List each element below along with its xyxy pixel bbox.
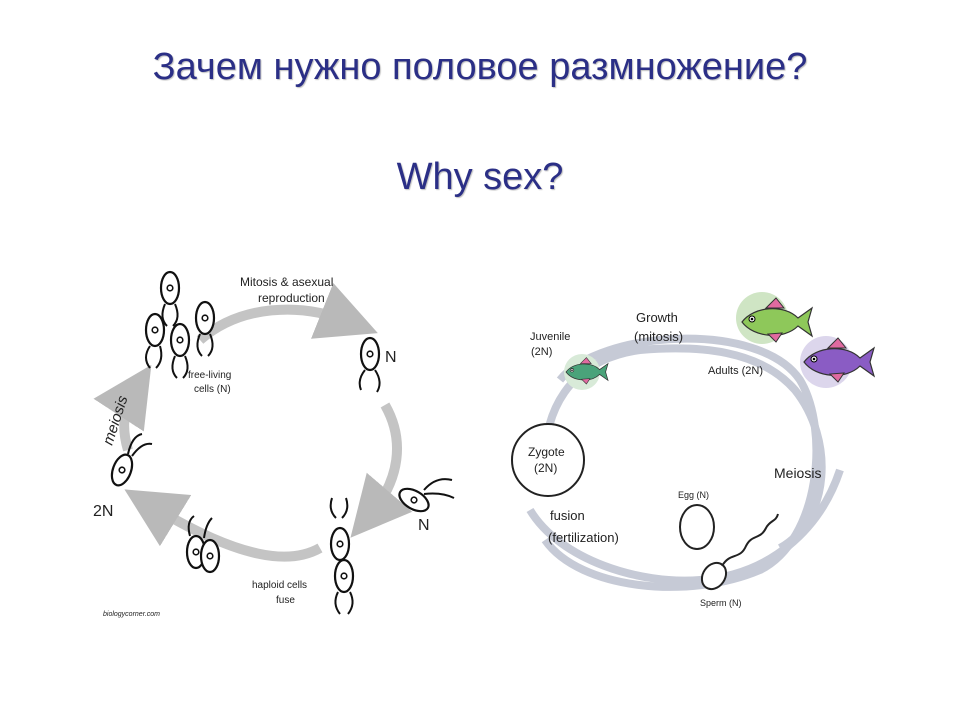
juvenile-label-1: Juvenile bbox=[530, 331, 570, 343]
growth-label-2: (mitosis) bbox=[634, 329, 683, 344]
haploid-label-2: fuse bbox=[276, 595, 295, 606]
cycle-arrow-top bbox=[196, 283, 378, 344]
n-label-right: N bbox=[418, 517, 430, 534]
egg-cell bbox=[679, 504, 715, 550]
credit-label: biologycorner.com bbox=[103, 611, 160, 618]
free-living-label-2: cells (N) bbox=[194, 384, 231, 395]
zygote bbox=[511, 423, 585, 497]
stacked-cells bbox=[329, 497, 355, 615]
slide-subtitle: Why sex? bbox=[396, 156, 564, 198]
free-living-label-1: free-living bbox=[188, 370, 231, 381]
sperm-cell bbox=[700, 513, 779, 591]
mitosis-label-2: reproduction bbox=[258, 291, 325, 305]
diploid-cell bbox=[106, 433, 153, 490]
sperm-label: Sperm (N) bbox=[700, 598, 742, 608]
cycle-arrow-right bbox=[350, 402, 413, 538]
slide-title: Зачем нужно половое размножение? bbox=[152, 46, 808, 88]
cycle-arrow-bottom bbox=[124, 489, 323, 562]
cycle-ring-main bbox=[540, 344, 826, 552]
asexual-cycle-diagram: free-living cells (N) Mitosis & asexual … bbox=[93, 270, 455, 618]
fusion-label-1: fusion bbox=[550, 508, 585, 523]
adults-label: Adults (2N) bbox=[708, 365, 763, 377]
haploid-cell-top bbox=[358, 336, 381, 393]
cycle-ring-lower bbox=[526, 468, 844, 585]
meiosis-label-right: Meiosis bbox=[774, 465, 821, 481]
growth-label-1: Growth bbox=[636, 310, 678, 325]
cycle-ring-outer bbox=[541, 334, 821, 591]
fusing-cells bbox=[185, 515, 221, 574]
haploid-label-1: haploid cells bbox=[252, 580, 307, 591]
mitosis-label-1: Mitosis & asexual bbox=[240, 275, 333, 289]
egg-label: Egg (N) bbox=[678, 490, 709, 500]
juvenile-label-2: (2N) bbox=[531, 346, 552, 358]
juvenile-fish bbox=[564, 354, 609, 390]
sexual-cycle-diagram: Growth (mitosis) Juvenile (2N) Adults (2… bbox=[511, 292, 875, 608]
zygote-label-1: Zygote bbox=[528, 445, 565, 459]
free-living-cells bbox=[144, 270, 216, 379]
n-label-top: N bbox=[385, 349, 397, 366]
two-n-label: 2N bbox=[93, 503, 113, 520]
adult-fish-1 bbox=[736, 292, 813, 344]
adult-fish-2 bbox=[800, 336, 875, 388]
haploid-cell-right bbox=[394, 478, 455, 517]
cycle-arrow-left bbox=[93, 364, 152, 452]
zygote-label-2: (2N) bbox=[534, 461, 557, 475]
fusion-label-2: (fertilization) bbox=[548, 530, 619, 545]
